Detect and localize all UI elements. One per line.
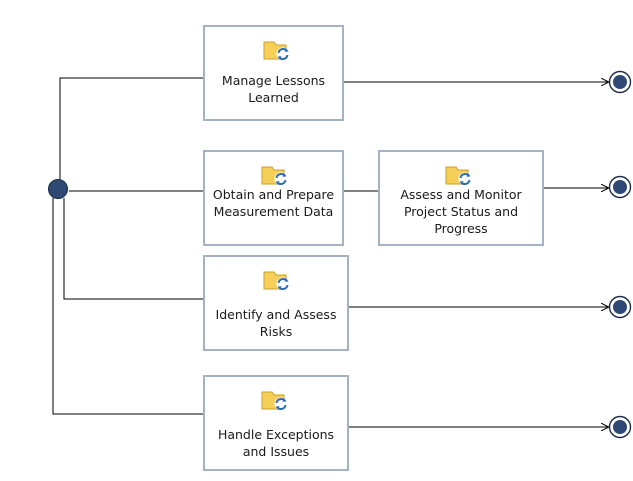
final-node[interactable] (608, 70, 632, 94)
activity-process-icon (263, 41, 290, 61)
activity-manage-lessons-learned[interactable]: Manage Lessons Learned (203, 25, 344, 121)
edge-start-to-handle-exceptions (52, 198, 217, 414)
activity-process-icon (261, 391, 288, 411)
activity-process-icon (261, 166, 288, 186)
activity-obtain-measurement-data[interactable]: Obtain and Prepare Measurement Data (203, 150, 344, 246)
activity-label: Assess and Monitor Project Status and Pr… (400, 187, 522, 236)
edge-start-to-identify-risks (63, 198, 215, 299)
activity-handle-exceptions-issues[interactable]: Handle Exceptions and Issues (203, 375, 349, 471)
final-node[interactable] (608, 415, 632, 439)
activity-assess-monitor-status[interactable]: Assess and Monitor Project Status and Pr… (378, 150, 544, 246)
activity-label: Manage Lessons Learned (221, 73, 326, 105)
activity-label: Identify and Assess Risks (215, 307, 337, 339)
final-node[interactable] (608, 175, 632, 199)
activity-process-icon (445, 166, 472, 186)
edge-start-to-manage-lessons (59, 78, 222, 180)
activity-label: Handle Exceptions and Issues (217, 427, 335, 459)
activity-identify-assess-risks[interactable]: Identify and Assess Risks (203, 255, 349, 351)
activity-label: Obtain and Prepare Measurement Data (212, 187, 335, 219)
final-node[interactable] (608, 295, 632, 319)
activity-process-icon (263, 271, 290, 291)
initial-node[interactable] (48, 179, 68, 199)
